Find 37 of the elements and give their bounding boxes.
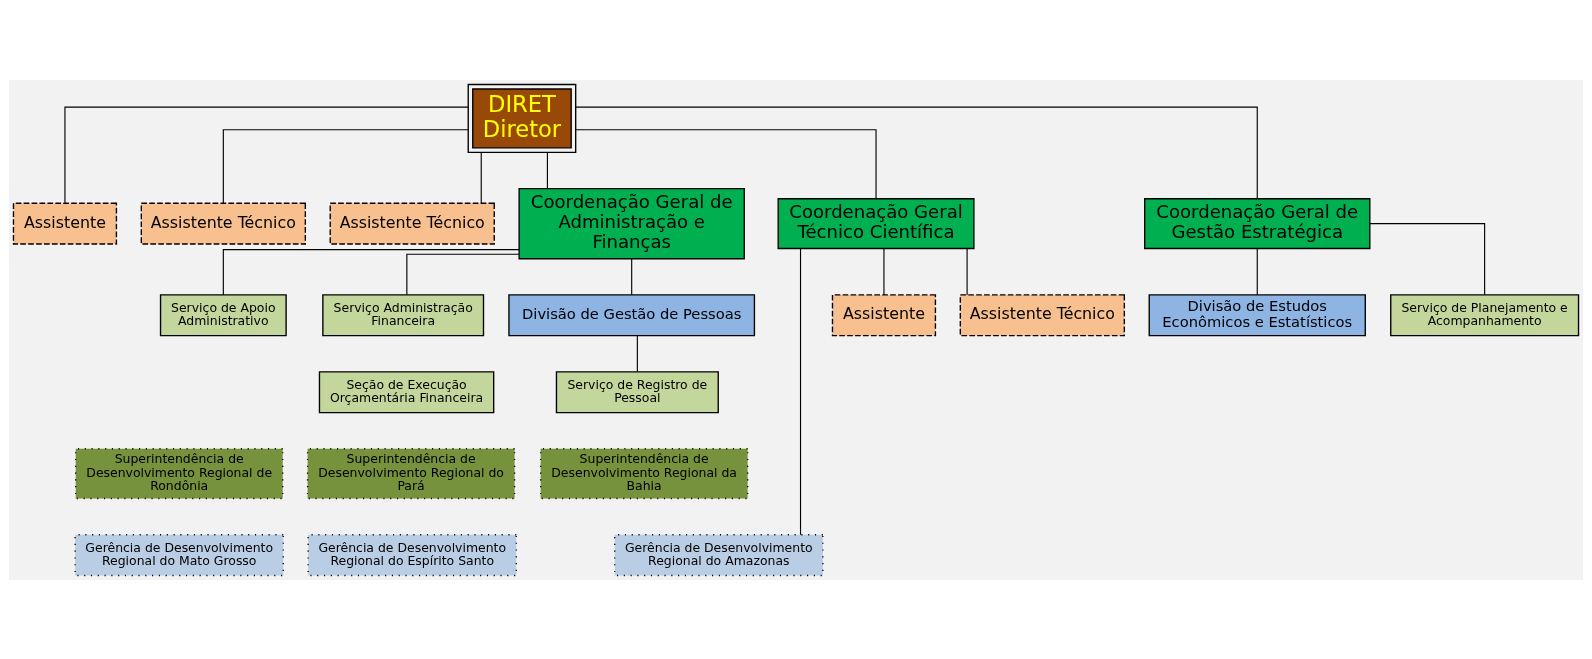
connector <box>636 334 638 372</box>
connector <box>1256 247 1258 295</box>
connector <box>799 247 802 535</box>
node-box: Serviço Administração Financeira <box>322 293 485 336</box>
node-box: Serviço de Registro de Pessoal <box>555 370 719 413</box>
node-box: Assistente Técnico <box>959 293 1125 336</box>
node-box: Serviço de Apoio Administrativo <box>159 293 287 336</box>
node-box: Superintendência de Desenvolvimento Regional do Pará <box>306 447 516 499</box>
connector <box>966 247 968 295</box>
node-box: Assistente Técnico <box>140 202 306 245</box>
node-box: Assistente <box>12 202 118 245</box>
connector <box>883 247 885 295</box>
connector <box>575 106 1258 199</box>
connector <box>575 128 877 199</box>
node-box: Superintendência de Desenvolvimento Regional da Bahia <box>539 447 749 499</box>
connector <box>631 257 633 295</box>
node-box: Superintendência de Desenvolvimento Regional de Rondônia <box>75 447 284 499</box>
connector <box>64 106 469 203</box>
node-box: Serviço de Planejamento e Acompanhamento <box>1390 293 1580 336</box>
node-box: Gerência de Desenvolvimento Regional do Mato Grosso <box>74 533 284 576</box>
node-box: Divisão de Estudos Econômicos e Estatísticos <box>1148 293 1366 336</box>
node-box: DIRET Diretor <box>467 83 577 153</box>
node-box: Coordenação Geral Técnico Científica <box>777 197 975 249</box>
connector <box>480 151 482 204</box>
connector <box>222 248 520 295</box>
connector <box>222 128 469 204</box>
connector <box>406 253 520 295</box>
connector <box>546 151 548 189</box>
node-box: Gerência de Desenvolvimento Regional do Amazonas <box>614 533 824 576</box>
connector <box>1369 222 1486 295</box>
node-box: Divisão de Gestão de Pessoas <box>508 293 756 336</box>
node-box: Assistente Técnico <box>329 202 495 245</box>
node-box: Assistente <box>831 293 937 336</box>
node-box: Coordenação Geral de Administração e Finanças <box>518 187 745 259</box>
node-box: Seção de Execução Orçamentária Financeira <box>318 370 495 413</box>
node-box: Gerência de Desenvolvimento Regional do Espírito Santo <box>307 533 517 576</box>
node-box: Coordenação Geral de Gestão Estratégica <box>1144 197 1371 249</box>
